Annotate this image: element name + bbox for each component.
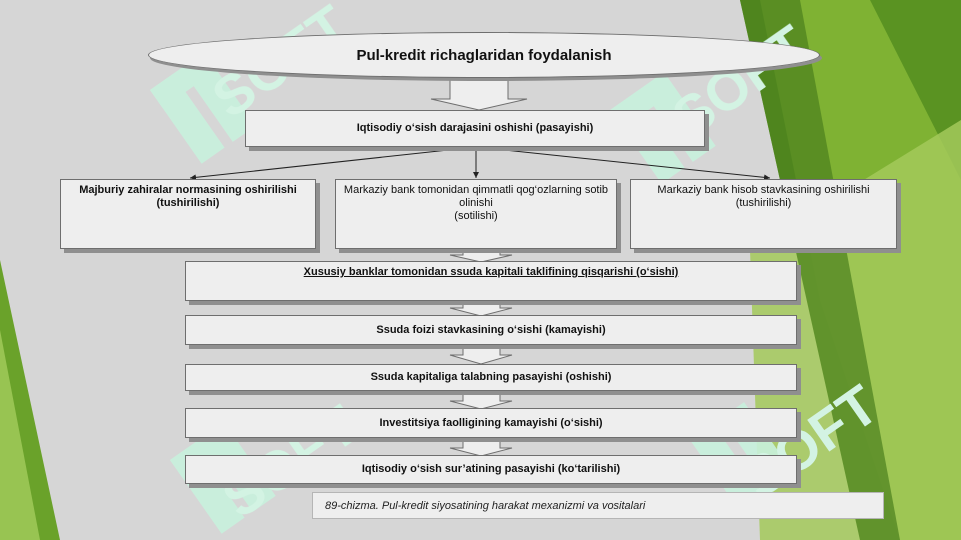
level1-text: Iqtisodiy o‘sish darajasini oshishi (pas… [356, 122, 594, 134]
branch-left-text: Majburiy zahiralar normasining oshirilis… [79, 184, 297, 209]
chain-text-1: Xususiy banklar tomonidan ssuda kapitali… [303, 266, 679, 278]
chain-text-4: Investitsiya faolligining kamayishi (o‘s… [379, 416, 603, 429]
chain-box-1: Xususiy banklar tomonidan ssuda kapitali… [185, 261, 797, 301]
diagram-title: Pul-kredit richaglaridan foydalanish [148, 32, 820, 78]
branch-right-text: Markaziy bank hisob stavkasining oshiril… [657, 184, 870, 209]
figure-caption: 89-chizma. Pul-kredit siyosatining harak… [312, 492, 884, 519]
chain-text-3: Ssuda kapitaliga talabning pasayishi (os… [370, 371, 612, 383]
branch-middle-box: Markaziy bank tomonidan qimmatli qog‘ozl… [335, 179, 617, 249]
branch-right-box: Markaziy bank hisob stavkasining oshiril… [630, 179, 897, 249]
branch-middle-text-line2: (sotilishi) [454, 210, 498, 222]
chain-text-2: Ssuda foizi stavkasining o‘sishi (kamayi… [376, 323, 606, 336]
chain-box-2: Ssuda foizi stavkasining o‘sishi (kamayi… [185, 315, 797, 345]
chain-text-5: Iqtisodiy o‘sish sur’atining pasayishi (… [361, 463, 621, 475]
branch-middle-text-line1: Markaziy bank tomonidan qimmatli qog‘ozl… [343, 184, 609, 209]
figure-caption-text: 89-chizma. Pul-kredit siyosatining harak… [325, 499, 646, 512]
chain-box-3: Ssuda kapitaliga talabning pasayishi (os… [185, 364, 797, 391]
green-shape-right-accent [740, 0, 900, 540]
chain-box-4: Investitsiya faolligining kamayishi (o‘s… [185, 408, 797, 438]
green-shape-left-bottom-light [0, 330, 40, 540]
chain-box-5: Iqtisodiy o‘sish sur’atining pasayishi (… [185, 455, 797, 484]
branch-left-box: Majburiy zahiralar normasining oshirilis… [60, 179, 316, 249]
level1-box: Iqtisodiy o‘sish darajasini oshishi (pas… [245, 110, 705, 147]
